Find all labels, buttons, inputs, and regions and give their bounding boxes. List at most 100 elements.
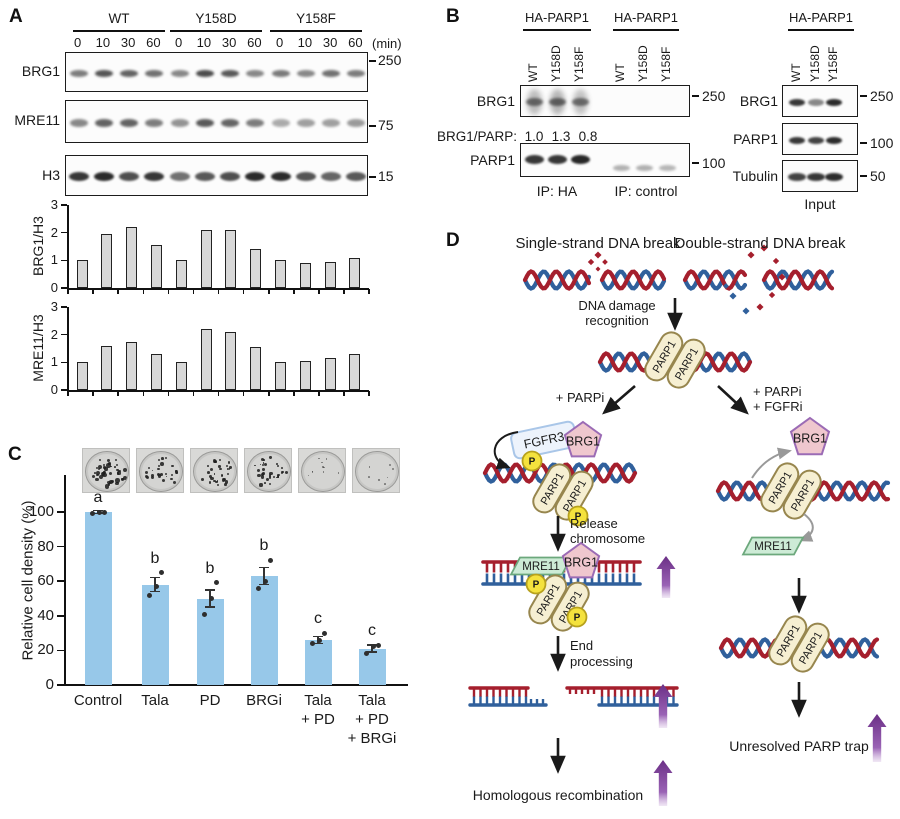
blot-band [120,69,139,77]
colony-dot [104,467,108,471]
colony-dot [206,471,210,475]
blot-band [271,118,290,127]
data-point [146,592,152,598]
colony-dot [210,477,214,481]
colony-dot [262,461,265,464]
colony-dot [229,466,232,469]
error-cap [367,651,377,653]
blot-band [271,69,290,77]
x-tick-label: Control [73,692,123,709]
blot-band [119,172,140,181]
colony-dot [161,457,164,461]
x-tick-label: PD [199,692,221,709]
sig-letter: c [314,610,322,628]
colony-dot [307,474,309,476]
blot-band [246,118,265,127]
colony-dot [170,477,173,481]
colony-dot [322,471,325,473]
panel-c-label: C [8,444,22,465]
colony-dot [264,482,266,484]
colony-dot [256,468,261,473]
blot-band [347,69,366,77]
dish-plate [247,451,291,492]
dish-plate [85,451,129,492]
bar [324,358,336,390]
blot-band [170,69,189,77]
blot-band [245,172,266,181]
mw-dash [692,162,699,164]
parpi-fgfri-label-1: + PARPi [753,384,802,399]
colony-dot [106,458,111,463]
phospho-mark [566,606,588,628]
y-tick [61,204,67,206]
y-tick [57,649,64,652]
input-mw-100: 100 [870,135,894,151]
colony-dot [102,471,106,474]
sig-letter: a [93,489,103,506]
colony-dot [218,458,221,461]
y-tick-label: 80 [37,537,54,555]
blot-band [144,172,165,181]
y-tick-label: 1 [50,354,58,370]
x-tick-label: Tala [304,692,332,709]
chart1-ylabel: BRG1/H3 [30,216,46,276]
blot-band [658,165,676,171]
blot-band [145,118,164,127]
colony-dot [268,482,271,486]
y-tick-label: 20 [37,641,54,659]
colony-dish [190,448,238,493]
chart2-ylabel: MRE11/H3 [30,314,46,382]
blot-band [547,154,567,164]
blot-box [65,52,368,92]
colony-dot [378,479,380,481]
colony-dot [208,480,212,484]
svg-text:BRG1: BRG1 [793,432,827,446]
error-bar [263,567,265,585]
svg-text:MRE11: MRE11 [522,561,560,573]
x-axis [64,684,408,686]
dish-plate [139,451,183,492]
x-axis [67,288,369,290]
bar [324,261,336,288]
svg-text:P: P [574,613,581,624]
colony-dish [352,448,400,493]
upregulation-arrow [653,760,673,806]
colony-dot [269,476,272,479]
x-tick [142,289,145,294]
colony-dot [219,468,222,471]
sig-letter: b [150,549,160,567]
parpi-label: + PARPi [556,390,605,405]
colony-dot [157,467,160,471]
sig-letter: c [368,622,376,640]
y-tick [61,333,67,336]
header-underline [613,29,679,31]
colony-dish [136,448,184,493]
end-processing-label-2: processing [570,654,633,669]
colony-dot [261,468,265,471]
data-point [267,557,273,563]
bar [250,347,262,390]
colony-dot [114,458,117,461]
colony-dot [384,482,386,485]
x-tick [368,391,370,396]
dish-plate [193,451,237,492]
colony-dot [259,483,263,487]
colony-dot [209,468,213,472]
mw-dash [369,60,376,62]
colony-dot [227,461,230,464]
colony-dot [102,463,105,466]
ssb-title: Single-strand DNA break [515,235,681,252]
mw-dash [369,176,376,178]
blot-band [826,98,842,106]
bar [349,257,361,288]
mw-75: 75 [378,117,394,133]
blot-band [93,172,114,181]
colony-dot [216,480,219,482]
input-caption: Input [804,196,836,212]
y-tick-label: 40 [37,606,54,624]
colony-dot [98,458,101,462]
data-point [321,630,327,636]
blot-band [170,118,189,127]
x-tick [117,391,119,396]
